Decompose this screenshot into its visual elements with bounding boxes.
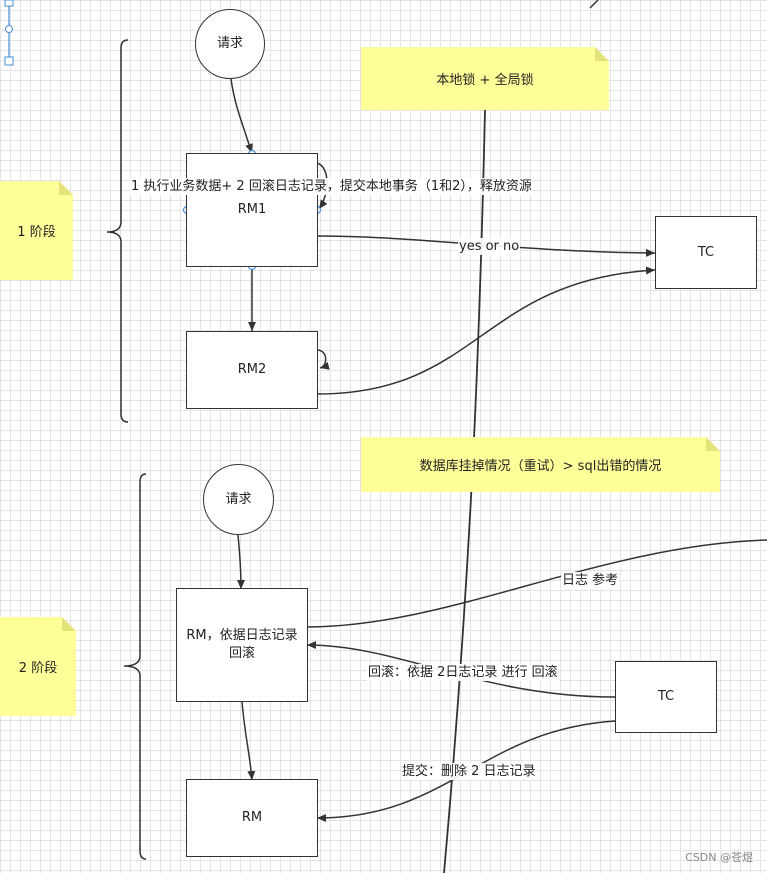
note-db-failure-text: 数据库挂掉情况（重试）> sql出错的情况: [419, 459, 662, 474]
brace-phase2: [123, 473, 147, 860]
rm-node[interactable]: RM: [186, 779, 318, 857]
tc-node-phase1[interactable]: TC: [655, 216, 757, 289]
rm-label: RM: [241, 810, 263, 825]
request-node-phase1[interactable]: 请求: [195, 9, 265, 79]
partial-shape-top: [589, 0, 599, 9]
edge-label-yes-or-no: yes or no: [458, 238, 521, 255]
edge-label-commit: 提交：删除 2 日志记录: [401, 763, 537, 780]
edge-label-rm1-self: 1 执行业务数据+ 2 回滚日志记录，提交本地事务（1和2），释放资源: [130, 178, 533, 195]
rm-rollback-node[interactable]: RM，依据日志记录回滚: [176, 588, 308, 702]
rm2-label: RM2: [237, 362, 267, 377]
edge-rm2-to-tc: [316, 266, 656, 395]
tc-label: TC: [657, 689, 675, 704]
request-label: 请求: [225, 491, 252, 507]
phase2-label: 2 阶段: [18, 661, 58, 676]
rm2-node[interactable]: RM2: [186, 331, 318, 409]
request-label: 请求: [216, 36, 243, 51]
edge-rm-to-rm: [241, 700, 256, 781]
edge-log-reference: [306, 539, 767, 628]
note-phase2-label[interactable]: 2 阶段: [0, 617, 76, 716]
request-node-phase2[interactable]: 请求: [203, 464, 274, 535]
rm-rollback-label: RM，依据日志记录回滚: [186, 628, 298, 661]
tc-label: TC: [697, 244, 715, 260]
note-phase1-label[interactable]: 1 阶段: [0, 181, 73, 280]
phase1-label: 1 阶段: [17, 225, 56, 240]
edge-request-to-rm1: [230, 78, 253, 154]
tc-node-phase2[interactable]: TC: [615, 661, 717, 733]
rm1-label: RM1: [237, 202, 267, 217]
note-locks-text: 本地锁 + 全局锁: [436, 73, 534, 88]
edge-request2-to-rm: [236, 534, 245, 590]
partial-selection-handles[interactable]: [4, 0, 14, 66]
note-locks[interactable]: 本地锁 + 全局锁: [361, 47, 609, 110]
edge-label-log-reference: 日志 参考: [561, 572, 620, 589]
edge-rm2-self-loop: [316, 349, 330, 370]
edge-label-rollback: 回滚：依据 2日志记录 进行 回滚: [367, 664, 559, 681]
brace-phase1: [106, 39, 129, 423]
note-db-failure[interactable]: 数据库挂掉情况（重试）> sql出错的情况: [361, 437, 720, 492]
watermark: CSDN @苍煜: [685, 851, 753, 864]
rm1-node[interactable]: RM1: [186, 153, 318, 267]
